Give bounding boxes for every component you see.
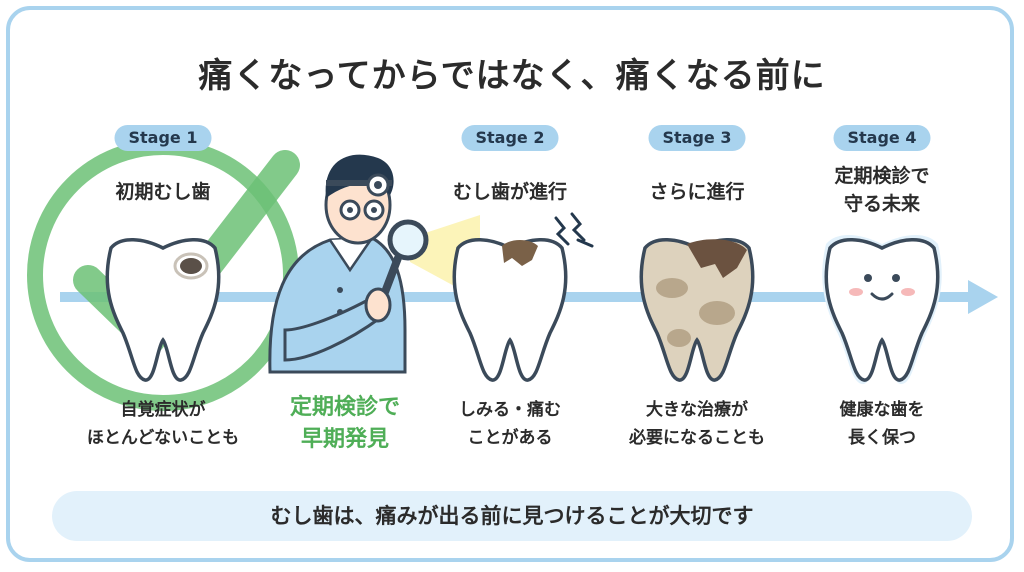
tooth-icon	[822, 234, 942, 385]
stage-1-caption: 自覚症状が ほとんどないことも	[86, 400, 240, 448]
stage-2-badge: Stage 2	[461, 125, 559, 151]
stage-3-caption: 大きな治療が 必要になることも	[629, 400, 765, 448]
stage-3-badge: Stage 3	[648, 125, 746, 151]
tooth-icon	[105, 238, 221, 382]
magnifier-icon	[364, 219, 429, 323]
stage-2-caption: しみる・痛む ことがある	[459, 400, 561, 448]
stage-1-label: 初期むし歯	[115, 181, 211, 203]
stage-4-caption: 健康な歯を 長く保つ	[839, 400, 925, 448]
stage-4-badge: Stage 4	[833, 125, 931, 151]
stage-4-label: 定期検診で 守る未来	[834, 165, 930, 215]
tooth-icon	[452, 238, 568, 382]
stage-1-badge: Stage 1	[114, 125, 212, 151]
stage-2-label: むし歯が進行	[452, 181, 568, 203]
summary-banner: むし歯は、痛みが出る前に見つけることが大切です	[52, 491, 972, 541]
page-title: 痛くなってからではなく、痛くなる前に	[198, 56, 826, 96]
dentist-illustration	[268, 154, 480, 374]
tooth-icon	[639, 238, 755, 382]
checkup-caption: 定期検診で 早期発見	[289, 395, 401, 452]
pain-spark-icon	[554, 212, 594, 248]
stage-3-label: さらに進行	[649, 181, 745, 203]
